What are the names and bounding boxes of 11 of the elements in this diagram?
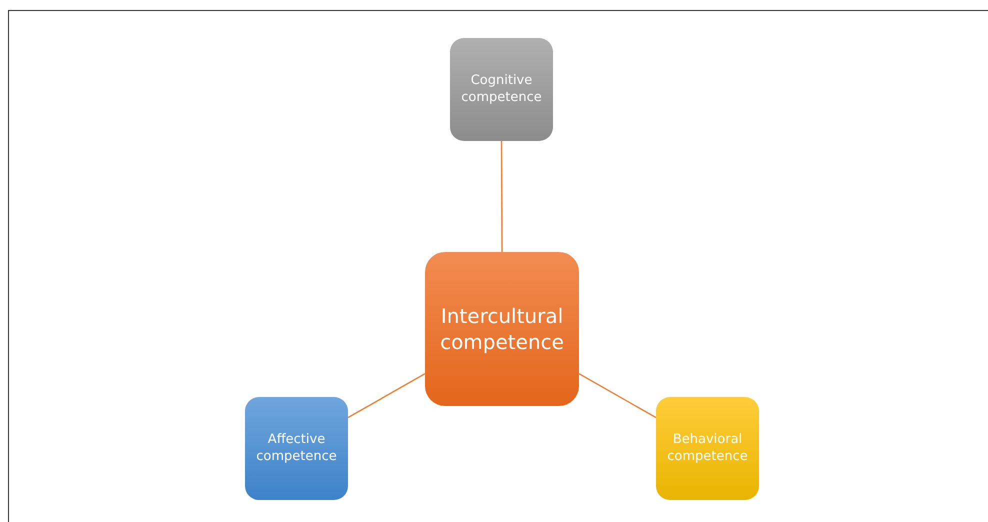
rounded-box bbox=[425, 252, 579, 406]
connector-line bbox=[348, 373, 426, 418]
box-label: Behavioral competence bbox=[666, 432, 749, 466]
connector-line bbox=[578, 373, 656, 418]
connector-line bbox=[500, 141, 503, 252]
box-label: Cognitive competence bbox=[460, 72, 543, 106]
rounded-box bbox=[245, 397, 348, 500]
rounded-box bbox=[450, 38, 553, 141]
rounded-box bbox=[656, 397, 759, 500]
box-label: Affective competence bbox=[255, 432, 338, 466]
box-label: Intercultural competence bbox=[439, 303, 565, 355]
